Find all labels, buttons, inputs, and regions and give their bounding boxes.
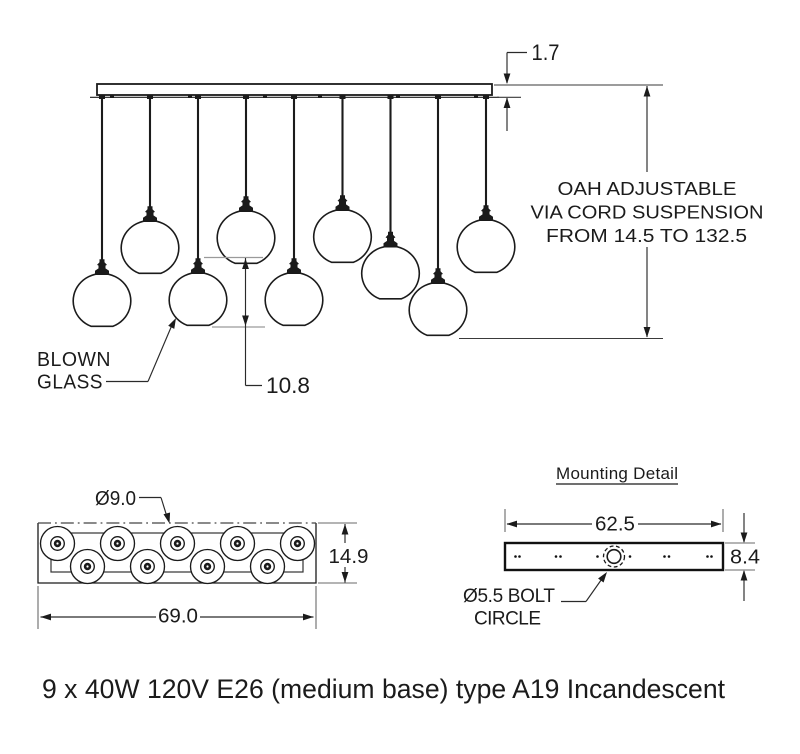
bolt-label-line1: Ø5.5 BOLT (463, 586, 555, 607)
mounting-height-label: 8.4 (730, 547, 760, 569)
material-label-line1: BLOWN (37, 349, 111, 371)
suspension-cords (100, 97, 488, 270)
oah-note-line1: OAH ADJUSTABLE (558, 179, 737, 199)
plan-width-dimension: 69.0 (37, 586, 317, 629)
plan-width-label: 69.0 (158, 606, 198, 628)
globe-3 (168, 257, 228, 327)
mounting-height-dimension: 8.4 (725, 513, 760, 601)
globe-5 (264, 257, 324, 327)
material-label-line2: GLASS (37, 372, 103, 394)
globe-9 (456, 204, 516, 274)
plan-depth-label: 14.9 (329, 546, 369, 568)
lamping-caption: 9 x 40W 120V E26 (medium base) type A19 … (42, 674, 725, 704)
cord-grips (99, 95, 489, 99)
mounting-width-dimension: 62.5 (504, 509, 724, 536)
canopy-thickness-dimension: 1.7 (497, 40, 560, 131)
footprint-outline (37, 523, 317, 584)
globe-diameter-label: Ø9.0 (95, 488, 136, 510)
globe-2 (120, 205, 180, 275)
bolt-circle-callout: Ø5.5 BOLT CIRCLE (463, 570, 610, 630)
plan-globes-outline (39, 525, 316, 585)
plan-depth-dimension: 14.9 (318, 522, 369, 584)
oah-dimension: OAH ADJUSTABLE VIA CORD SUSPENSION FROM … (459, 84, 764, 340)
oah-note-line2: VIA CORD SUSPENSION (531, 203, 764, 223)
canopy-thickness-label: 1.7 (532, 40, 560, 65)
plan-view: Ø9.0 14.9 69.0 (37, 488, 369, 629)
mounting-width-label: 62.5 (595, 514, 635, 536)
globe-1 (72, 258, 132, 328)
globe-6 (312, 194, 373, 264)
canopy-rect (96, 83, 493, 96)
mounting-holes (514, 555, 713, 558)
canopy-bar (90, 83, 499, 99)
globe-4 (216, 195, 276, 265)
plan-globes-fill (40, 526, 315, 584)
center-knockout (606, 548, 622, 565)
oah-note-line3: FROM 14.5 TO 132.5 (546, 226, 747, 246)
globe-stagger-dimension: 10.8 (204, 256, 310, 398)
mounting-detail: Mounting Detail 62.5 (463, 464, 760, 630)
bolt-label-line2: CIRCLE (474, 609, 541, 630)
bolt-circle-centerline (602, 545, 626, 568)
plan-globe-sockets (53, 539, 302, 571)
mounting-detail-title: Mounting Detail (556, 464, 678, 483)
material-callout: BLOWN GLASS (37, 316, 180, 394)
globe-diameter-callout: Ø9.0 (95, 488, 173, 525)
front-view: 1.7 OAH ADJUSTABLE VIA CORD SUSPENSION F… (37, 40, 764, 398)
globe-stagger-label: 10.8 (266, 373, 310, 398)
